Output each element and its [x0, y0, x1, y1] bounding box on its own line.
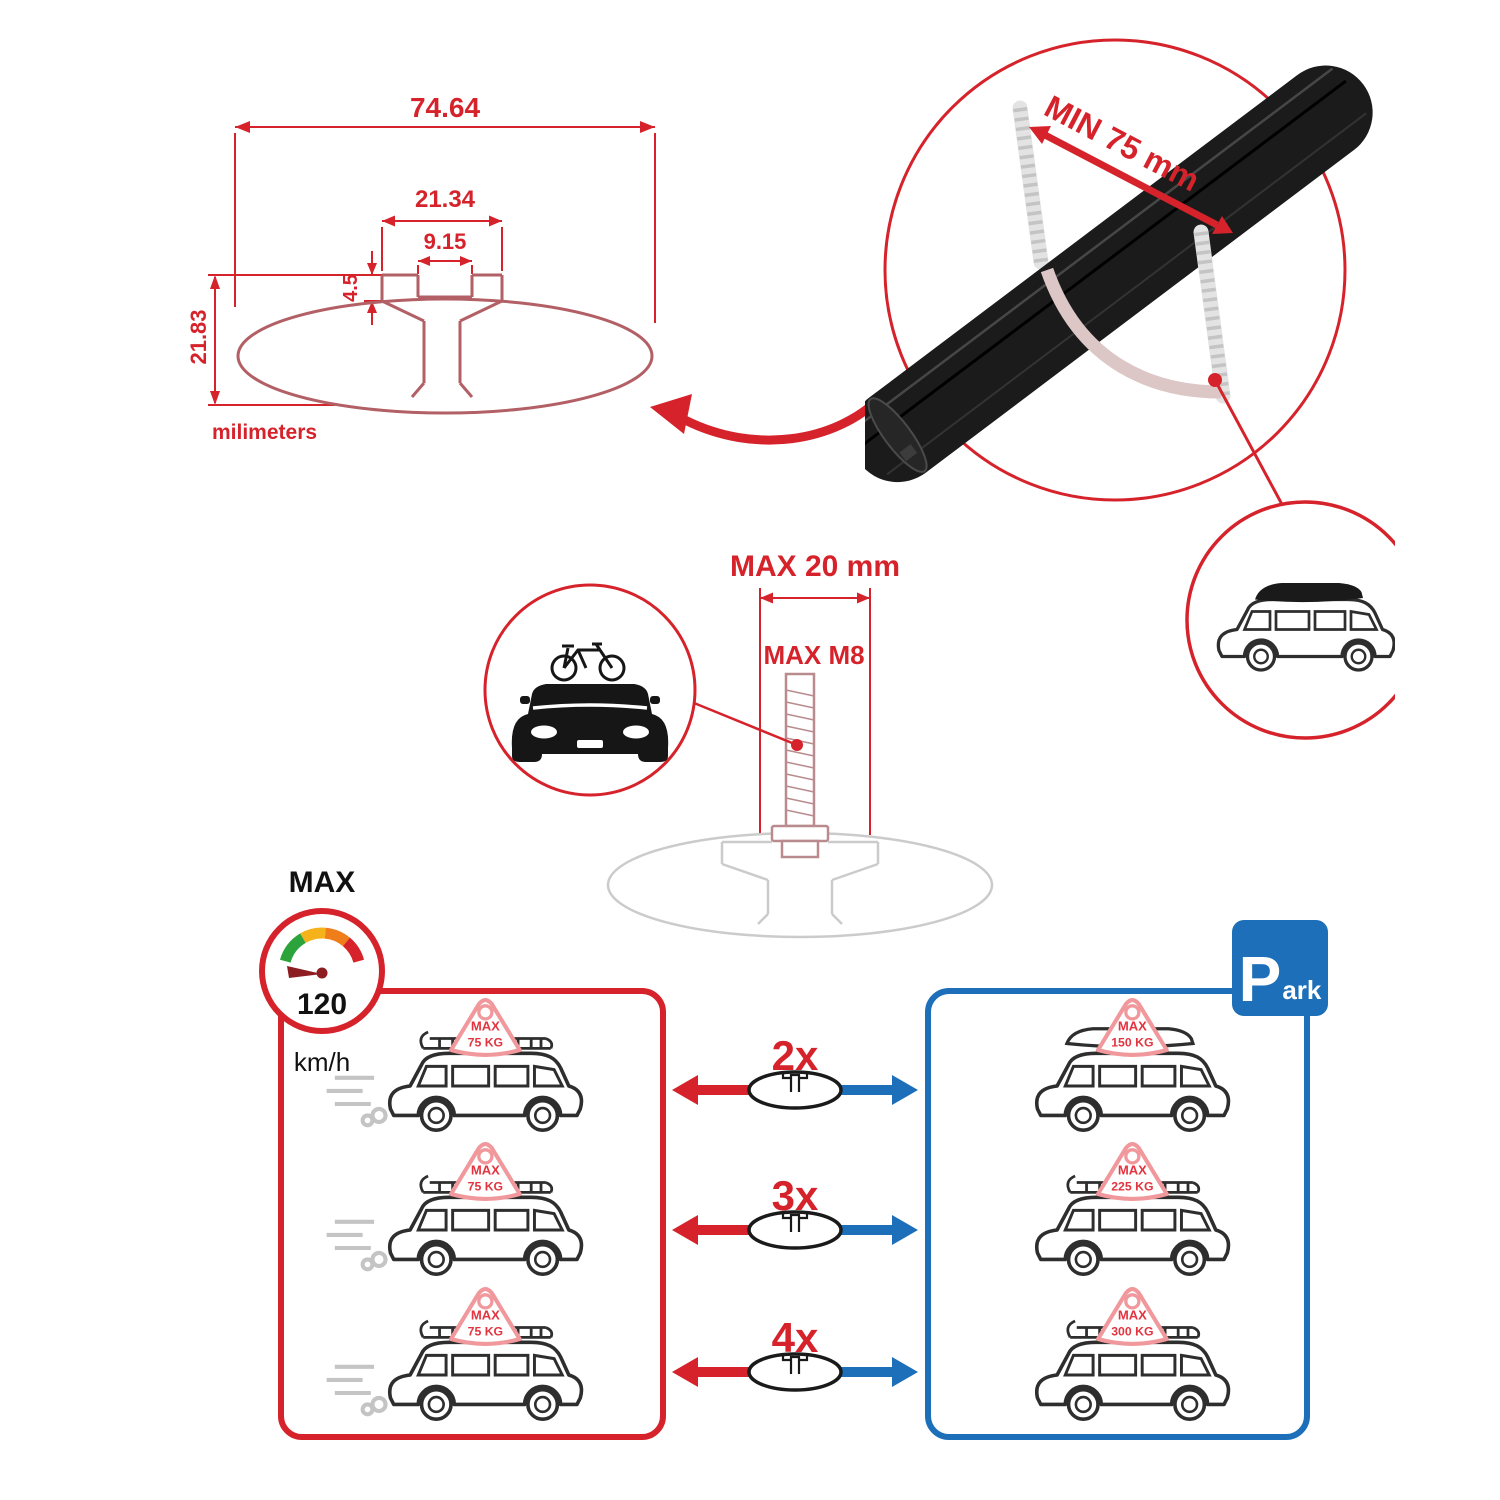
dim-opening-width-label: 9.15 — [424, 229, 467, 254]
headlight-right — [623, 725, 649, 739]
badge-title: MAX — [471, 1162, 500, 1177]
crossbar-3d — [865, 65, 1373, 483]
suv-with-roofbox — [1216, 583, 1395, 672]
badge-load: 150 KG — [1111, 1036, 1153, 1050]
dim-height-label: 21.83 — [186, 309, 211, 364]
bolt-detail-view: MAX 20 mm MAX M8 — [483, 550, 994, 939]
crossbar-section-icon — [747, 1352, 843, 1392]
speed-value: 120 — [297, 988, 347, 1021]
speedometer-icon: 120 — [259, 908, 385, 1034]
speed-limit-block: MAX 120 km/h — [252, 866, 392, 1078]
car-parked-2bars: MAX 150 KG — [1034, 996, 1231, 1132]
t-slot-profile — [380, 273, 504, 398]
speed-max-label: MAX — [288, 866, 356, 899]
fitting-bolt — [770, 672, 830, 859]
dim-slot-width-label: 21.34 — [415, 186, 476, 213]
crossbar-section-icon — [747, 1070, 843, 1110]
bike-icon — [550, 642, 626, 682]
roof-box-black — [1255, 583, 1363, 603]
pointer-arrow — [650, 394, 884, 445]
car-front-with-bike — [511, 642, 669, 762]
badge-title: MAX — [471, 1307, 500, 1322]
bar-count-arrows: 2x 3x 4x — [672, 1032, 918, 1392]
badge-title: MAX — [1118, 1307, 1147, 1322]
units-label: milimeters — [212, 421, 317, 444]
crossbar-detail-view: MIN 75 mm — [865, 38, 1395, 740]
car-parked-3bars: MAX 225 KG — [1034, 1140, 1231, 1276]
max-thread-label: MAX M8 — [763, 640, 864, 670]
badge-load: 75 KG — [468, 1036, 503, 1050]
badge-title: MAX — [1118, 1018, 1147, 1033]
badge-load: 300 KG — [1111, 1325, 1153, 1339]
badge-load: 225 KG — [1111, 1180, 1153, 1194]
cross-section-ellipse — [236, 297, 654, 415]
dim-lip-depth-label: 4.5 — [340, 274, 362, 302]
dim-outer-width-label: 74.64 — [410, 92, 480, 123]
speed-unit-label: km/h — [293, 1047, 351, 1077]
badge-title: MAX — [471, 1018, 500, 1033]
park-sign: P ark — [1232, 920, 1328, 1016]
car-driving-2bars: MAX 75 KG — [326, 996, 584, 1132]
badge-load: 75 KG — [468, 1325, 503, 1339]
crossbar-cross-section-drawing: 74.64 21.34 9.15 4.5 21.83 — [186, 92, 656, 444]
badge-title: MAX — [1118, 1162, 1147, 1177]
headlight-left — [531, 725, 557, 739]
car-front-silhouette — [511, 684, 669, 762]
car-driving-4bars: MAX 75 KG — [326, 1285, 584, 1421]
park-suffix: ark — [1282, 975, 1322, 1005]
max-bolt-length-label: MAX 20 mm — [730, 550, 900, 583]
car-parked-4bars: MAX 300 KG — [1034, 1285, 1231, 1421]
park-letter: P — [1238, 942, 1282, 1015]
badge-load: 75 KG — [468, 1180, 503, 1194]
crossbar-section-icon — [747, 1210, 843, 1250]
driving-load-panel: MAX 75 KG MAX 75 KG MAX 75 KG — [278, 988, 666, 1440]
parked-load-panel: MAX 150 KG MAX 225 KG MAX 300 KG — [925, 988, 1310, 1440]
car-driving-3bars: MAX 75 KG — [326, 1140, 584, 1276]
